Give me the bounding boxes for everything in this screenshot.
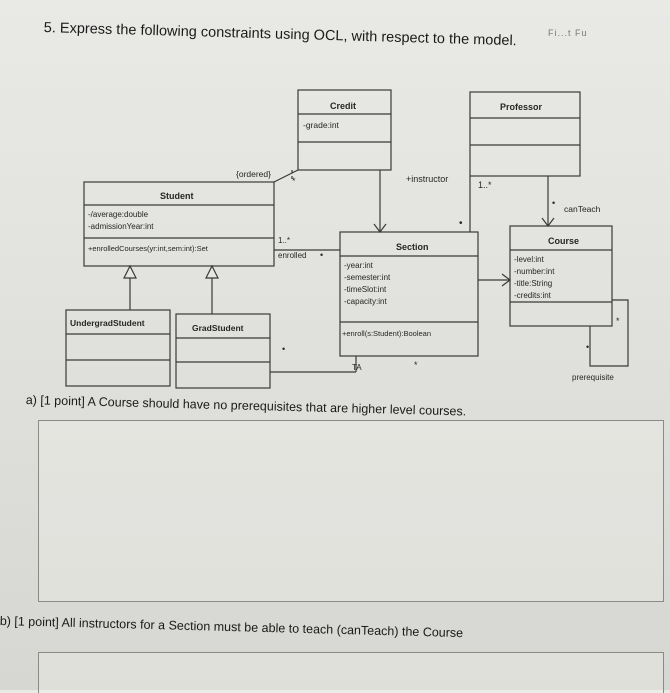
enrolled-multiplicity: 1..* bbox=[278, 236, 290, 245]
section-attribute: -semester:int bbox=[344, 273, 391, 282]
section-operation: +enroll(s:Student):Boolean bbox=[342, 329, 431, 338]
instructor-multiplicity: 1..* bbox=[478, 180, 492, 190]
ta-star: * bbox=[414, 360, 418, 370]
course-attribute: -title:String bbox=[514, 279, 552, 288]
section-class-name: Section bbox=[396, 242, 429, 252]
ordered-label: {ordered} bbox=[236, 169, 271, 179]
credit-attribute: -grade:int bbox=[303, 120, 340, 130]
course-class-name: Course bbox=[548, 236, 579, 246]
ta-label: TA bbox=[352, 363, 362, 372]
section-attribute: -timeSlot:int bbox=[344, 285, 387, 294]
ta-dot: • bbox=[282, 344, 285, 354]
student-operation: +enrolledCourses(yr:int,sem:int):Set bbox=[88, 244, 209, 253]
undergrad-class-box bbox=[65, 309, 171, 387]
prerequisite-association bbox=[589, 299, 629, 367]
canteach-dot: • bbox=[552, 198, 555, 208]
section-attribute: -capacity:int bbox=[344, 297, 387, 306]
course-class-box bbox=[509, 225, 613, 327]
student-attribute: -/average:double bbox=[88, 210, 149, 219]
student-class-name: Student bbox=[160, 191, 194, 201]
canteach-label: canTeach bbox=[564, 204, 601, 214]
grad-class-name: GradStudent bbox=[192, 323, 244, 333]
course-attribute: -number:int bbox=[514, 267, 555, 276]
grad-class-box bbox=[175, 313, 271, 389]
credit-multiplicity: * bbox=[292, 176, 296, 186]
corner-fragment: Fi...t Fu bbox=[548, 28, 588, 38]
undergrad-class-name: UndergradStudent bbox=[70, 318, 145, 328]
professor-class-box bbox=[469, 91, 581, 177]
course-attribute: -level:int bbox=[514, 255, 545, 264]
enrolled-label: enrolled bbox=[278, 251, 306, 260]
prerequisite-label: prerequisite bbox=[572, 373, 614, 382]
section-class-box bbox=[339, 231, 479, 357]
credit-class-box bbox=[297, 89, 392, 171]
student-attribute: -admissionYear:int bbox=[88, 222, 154, 231]
student-class-box bbox=[83, 181, 275, 267]
part-b-answer-box[interactable] bbox=[38, 652, 664, 693]
course-attribute: -credits:int bbox=[514, 291, 552, 300]
part-a-answer-box[interactable] bbox=[38, 420, 664, 602]
instructor-label: +instructor bbox=[406, 174, 448, 184]
prerequisite-dot: • bbox=[586, 342, 589, 352]
enrolled-dot: • bbox=[320, 250, 323, 260]
prerequisite-star: * bbox=[616, 316, 620, 326]
credit-class-name: Credit bbox=[330, 101, 356, 111]
section-attribute: -year:int bbox=[344, 261, 374, 270]
section-multiplicity-dot: • bbox=[459, 218, 463, 229]
professor-class-name: Professor bbox=[500, 102, 543, 112]
